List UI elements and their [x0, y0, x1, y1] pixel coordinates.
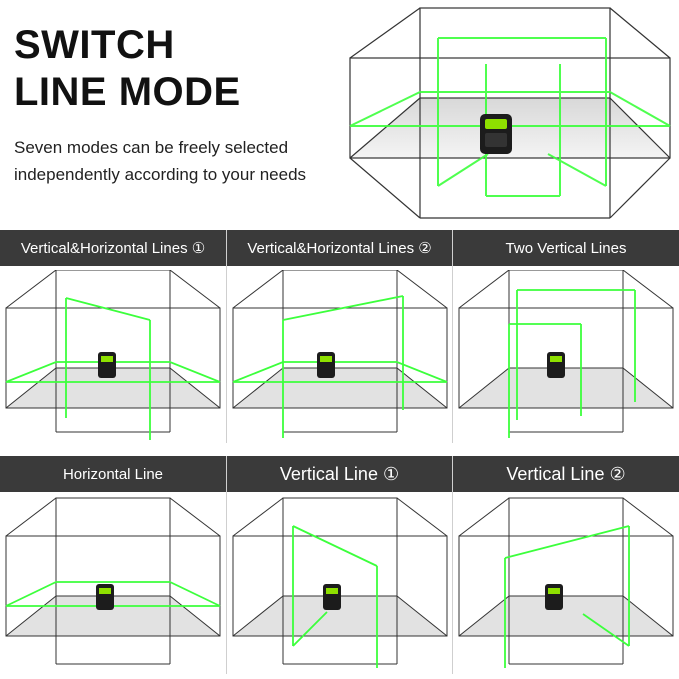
mode-row-1: Vertical&Horizontal Lines ① Vert — [0, 230, 679, 443]
laser-level-device-icon — [547, 352, 565, 378]
mode-illustration — [5, 497, 221, 665]
mode-illustration — [458, 270, 674, 438]
description-text: Seven modes can be freely selected indep… — [14, 138, 307, 184]
hero-room-illustration — [349, 7, 671, 219]
mode-illustration — [232, 270, 448, 438]
laser-level-device-icon — [545, 584, 563, 610]
laser-level-device-icon — [96, 584, 114, 610]
mode-header: Vertical Line ② — [453, 456, 679, 492]
mode-row-2: Horizontal Line Vertical Line ① — [0, 456, 679, 674]
mode-illustration — [5, 270, 221, 440]
laser-level-device-icon — [323, 584, 341, 610]
mode-illustration — [458, 497, 674, 668]
mode-card-vh-lines-2: Vertical&Horizontal Lines ② — [226, 230, 452, 443]
laser-level-device-icon — [98, 352, 116, 378]
mode-header: Vertical&Horizontal Lines ① — [0, 230, 226, 266]
mode-card-vertical-line-2: Vertical Line ② — [452, 456, 679, 674]
mode-card-horizontal-line: Horizontal Line — [0, 456, 226, 674]
title-line-1: SWITCH — [14, 23, 175, 67]
mode-header: Vertical Line ① — [227, 456, 452, 492]
page-title: SWITCH LINE MODE — [14, 22, 241, 116]
mode-card-vertical-line-1: Vertical Line ① — [226, 456, 452, 674]
mode-card-two-vertical-lines: Two Vertical Lines — [452, 230, 679, 443]
mode-illustration — [232, 497, 448, 668]
laser-level-device-icon — [317, 352, 335, 378]
mode-header: Horizontal Line — [0, 456, 226, 492]
mode-header: Two Vertical Lines — [453, 230, 679, 266]
laser-level-device-icon — [480, 114, 512, 154]
mode-header: Vertical&Horizontal Lines ② — [227, 230, 452, 266]
title-line-2: LINE MODE — [14, 70, 241, 114]
mode-card-vh-lines-1: Vertical&Horizontal Lines ① — [0, 230, 226, 443]
